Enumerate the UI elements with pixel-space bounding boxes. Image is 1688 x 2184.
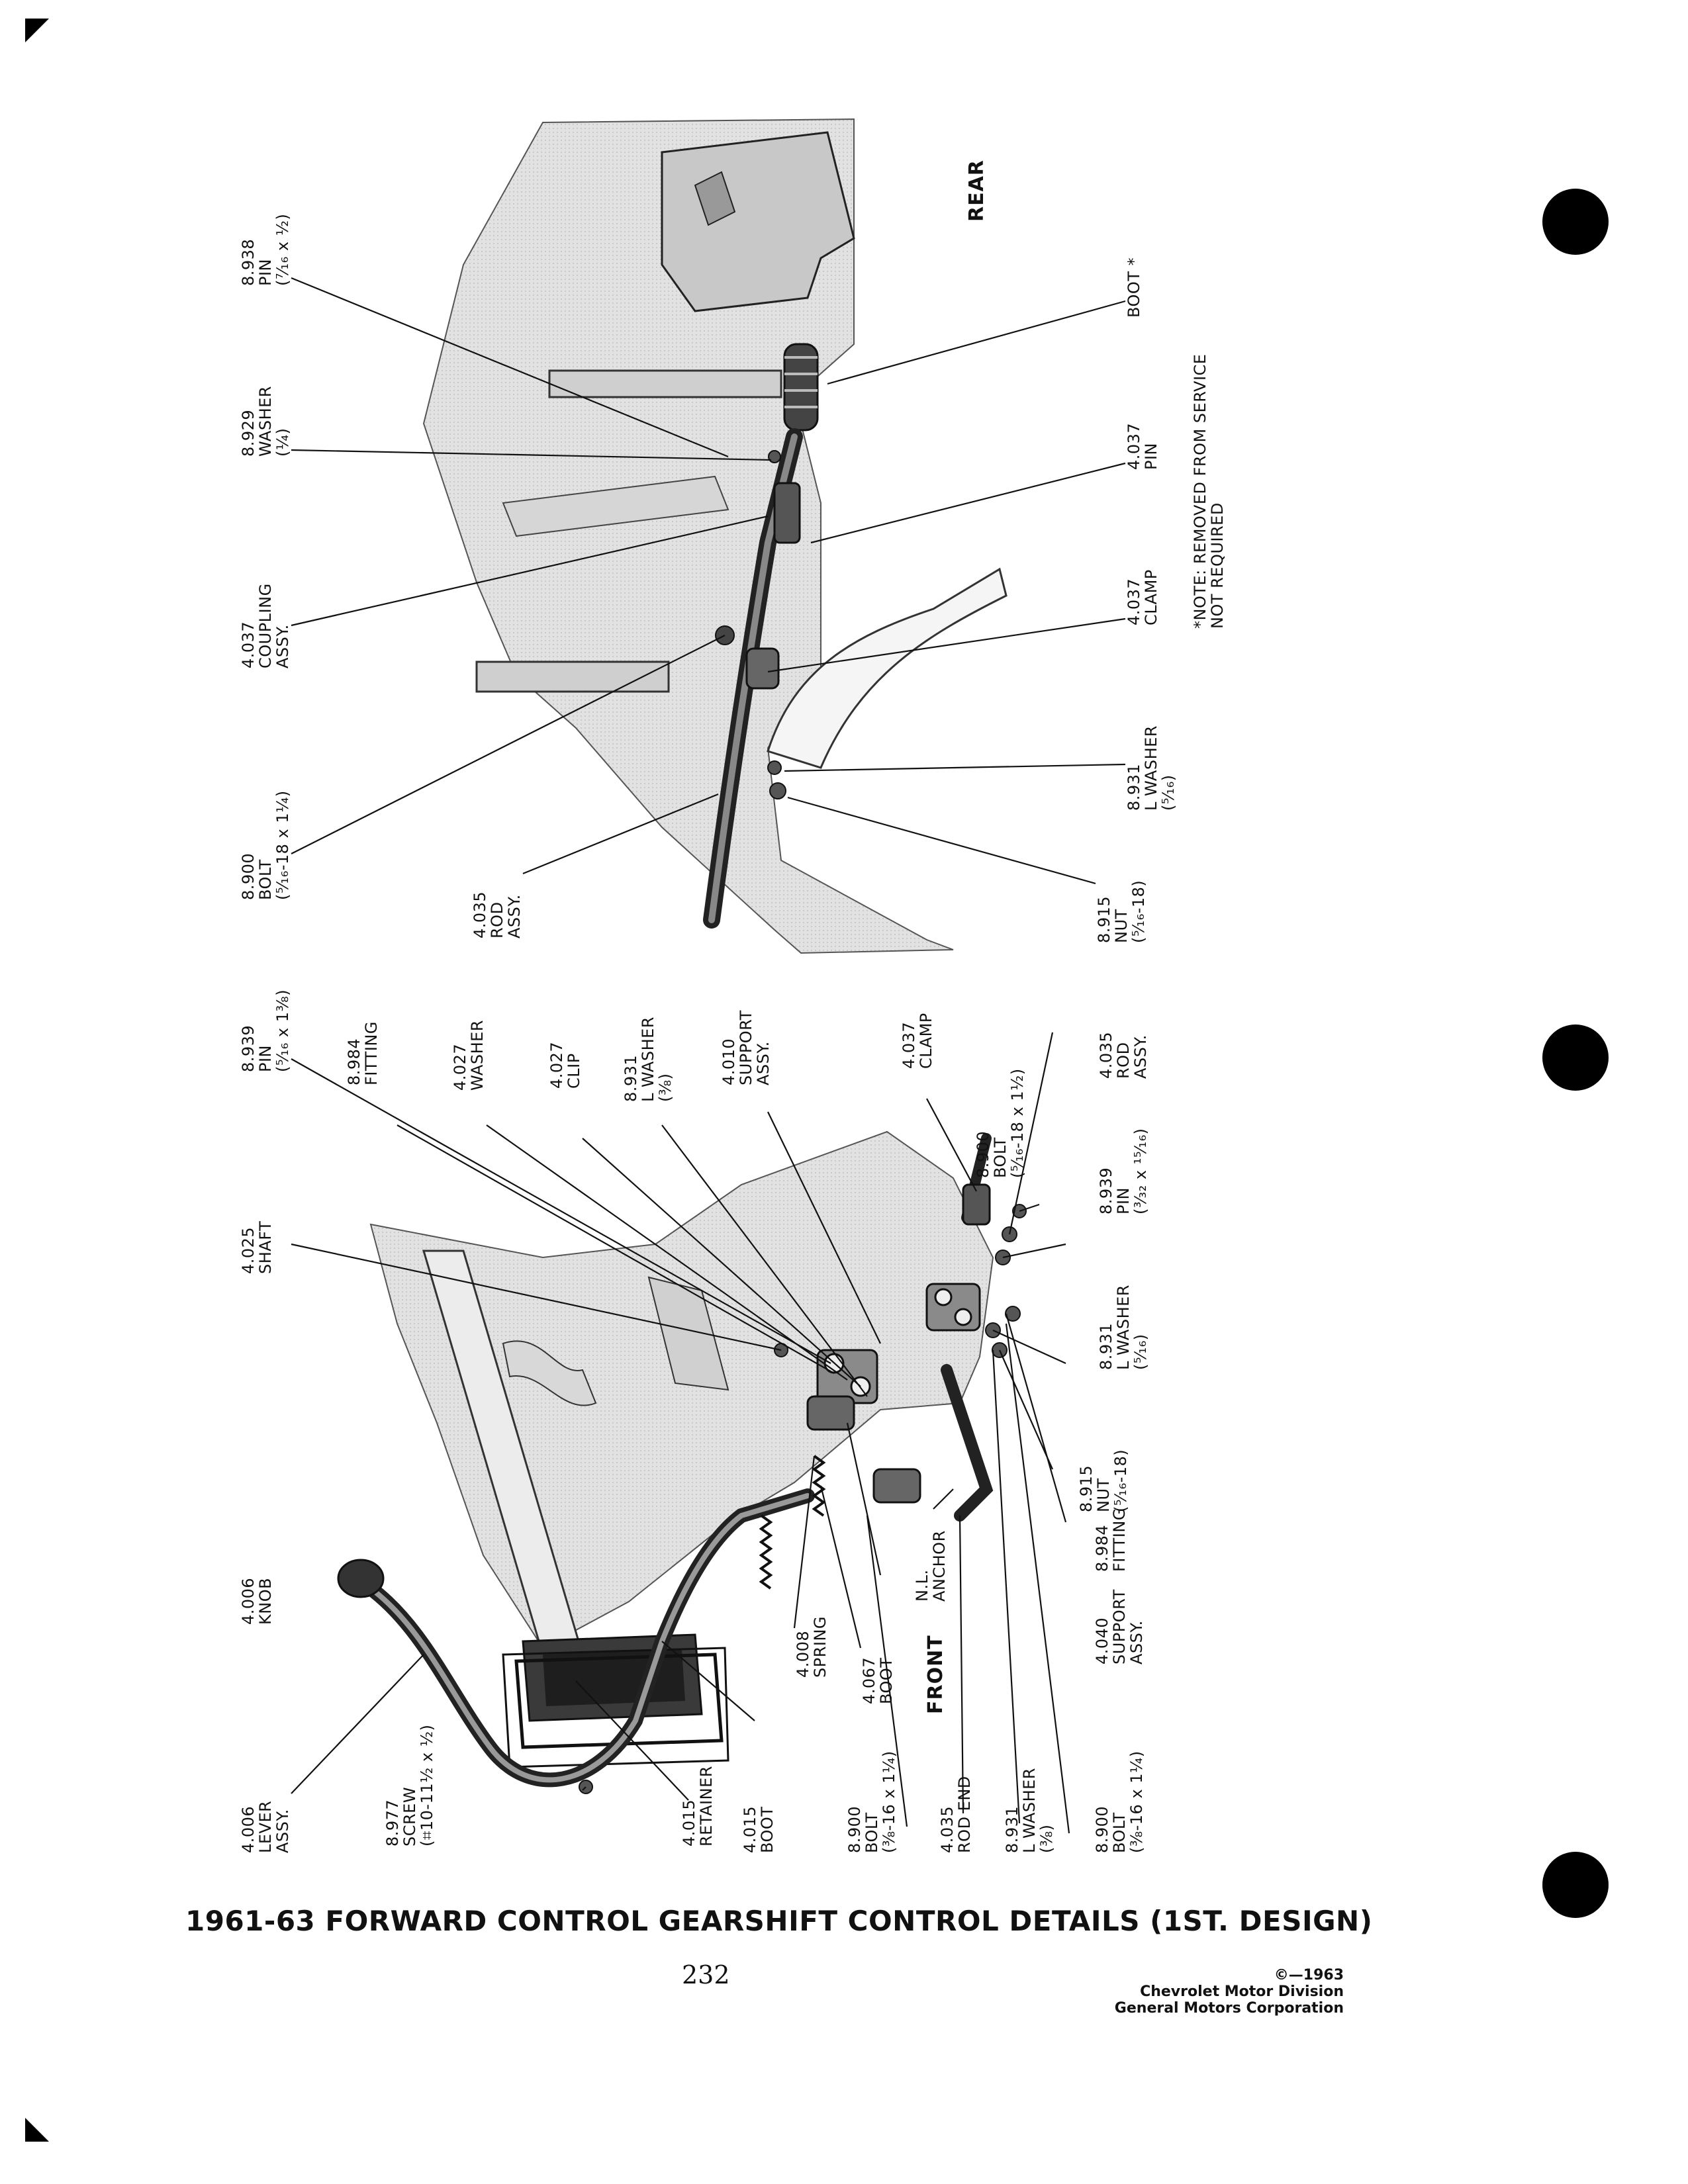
label-boot-rear: BOOT * xyxy=(1125,257,1143,318)
orientation-front: FRONT xyxy=(924,1635,947,1714)
rear-chassis-illustration xyxy=(422,118,1008,954)
orientation-rear: REAR xyxy=(965,159,988,222)
clamp-part xyxy=(745,647,780,690)
wheel-arch xyxy=(767,567,1008,769)
binder-hole-bottom xyxy=(1542,1852,1609,1918)
page-number: 232 xyxy=(682,1960,730,1989)
knob-part xyxy=(337,1559,385,1598)
page-title: 1961-63 FORWARD CONTROL GEARSHIFT CONTRO… xyxy=(185,1905,1373,1937)
rear-leader-lines xyxy=(291,277,1126,885)
copyright-block: ©—1963 Chevrolet Motor Division General … xyxy=(1114,1967,1344,2017)
frame-crossmember xyxy=(548,369,782,398)
coupling-part xyxy=(773,482,801,544)
transmission-housing xyxy=(661,131,855,312)
springs xyxy=(759,1455,826,1590)
binder-hole-middle xyxy=(1542,1024,1609,1091)
front-clamp-part xyxy=(962,1183,991,1226)
label-anchor-nl: N.L.ANCHOR xyxy=(913,1530,949,1602)
corner-mark-top xyxy=(25,19,49,42)
front-leader-lines xyxy=(291,1032,1070,1834)
corner-mark-bottom xyxy=(25,2118,49,2142)
rod-end-part xyxy=(941,1364,994,1522)
rear-boot-bellows xyxy=(783,343,819,432)
binder-hole-top xyxy=(1542,189,1609,255)
front-cab-illustration xyxy=(337,1130,1027,1794)
frame-crossmember-2 xyxy=(475,660,670,693)
